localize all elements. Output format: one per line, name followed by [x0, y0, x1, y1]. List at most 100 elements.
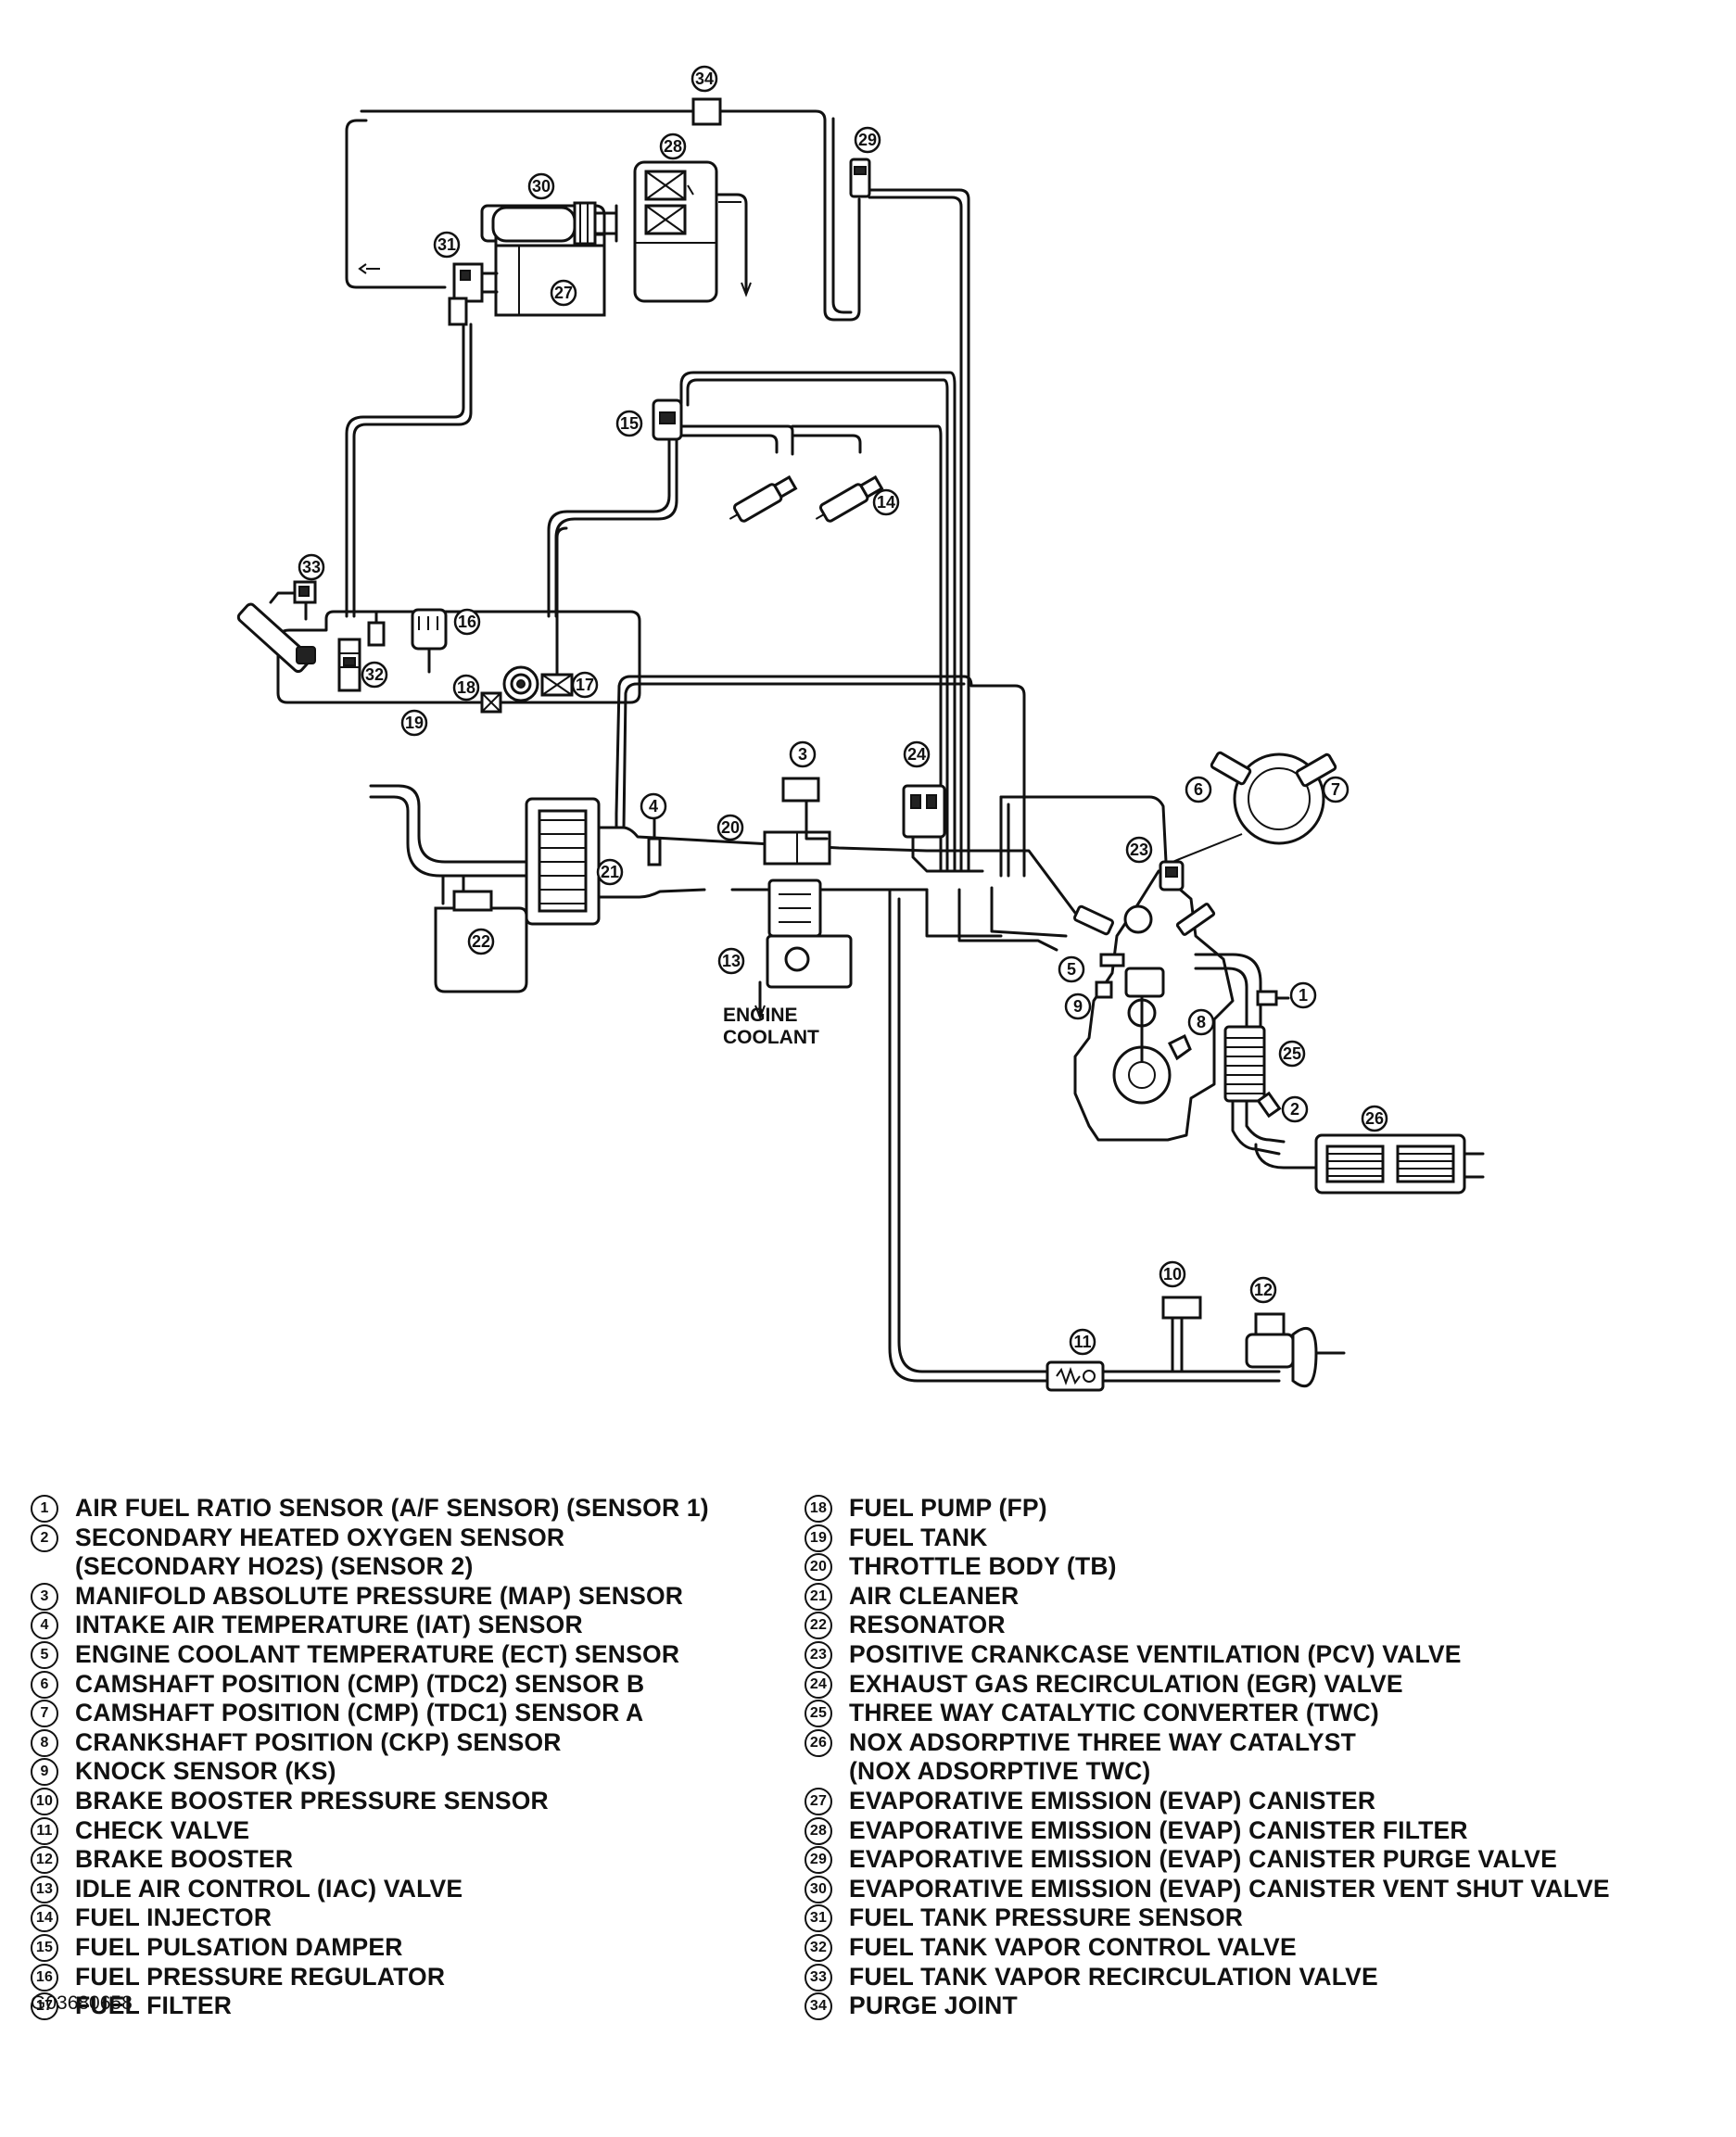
callout-21: 21 [596, 858, 624, 886]
legend-number: 4 [31, 1612, 58, 1640]
legend-number: 11 [31, 1816, 58, 1845]
svg-text:2: 2 [1290, 1100, 1299, 1119]
legend-number: 3 [31, 1582, 58, 1611]
legend-item-14: 14 FUEL INJECTOR [31, 1903, 709, 1933]
callout-34: 34 [691, 65, 718, 93]
legend-number: 15 [31, 1933, 58, 1962]
legend-item-6: 6 CAMSHAFT POSITION (CMP) (TDC2) SENSOR B [31, 1670, 709, 1700]
svg-text:28: 28 [664, 137, 682, 156]
legend-number: 24 [805, 1670, 832, 1699]
three-way-catalytic-converter [1223, 1025, 1266, 1103]
legend-number: 27 [805, 1787, 832, 1815]
secondary-ho2s [1256, 1091, 1282, 1119]
svg-text:26: 26 [1365, 1109, 1384, 1128]
legend-label: FUEL PULSATION DAMPER [75, 1932, 403, 1961]
legend-label: CRANKSHAFT POSITION (CKP) SENSOR [75, 1727, 562, 1756]
fuel-tank-filler-neck [236, 602, 316, 674]
legend-left-column: 1 AIR FUEL RATIO SENSOR (A/F SENSOR) (SEN… [31, 1494, 709, 2021]
cmp-sensor-b [1210, 751, 1252, 786]
svg-text:25: 25 [1283, 1044, 1301, 1063]
intake-to-throttle-duct [597, 675, 1014, 899]
legend-label: BRAKE BOOSTER PRESSURE SENSOR [75, 1786, 549, 1815]
legend-number: 17 [31, 1992, 58, 2021]
legend-number: 25 [805, 1700, 832, 1728]
svg-text:4: 4 [649, 797, 658, 816]
callout-30: 30 [527, 172, 555, 200]
legend-label: FUEL PRESSURE REGULATOR [75, 1962, 446, 1991]
svg-text:20: 20 [721, 818, 740, 837]
legend-number: 6 [31, 1670, 58, 1699]
svg-text:1: 1 [1299, 986, 1308, 1005]
legend-number: 1 [31, 1495, 58, 1523]
legend-label: EVAPORATIVE EMISSION (EVAP) CANISTER VEN… [849, 1874, 1610, 1903]
svg-text:6: 6 [1194, 780, 1203, 799]
svg-text:30: 30 [532, 177, 551, 196]
legend-label: CAMSHAFT POSITION (CMP) (TDC2) SENSOR B [75, 1669, 645, 1698]
throttle-body [763, 830, 831, 866]
injector-on-engine [1072, 904, 1115, 936]
engine-block [1073, 869, 1235, 1142]
fuel-tank-pressure-sensor [448, 262, 499, 326]
fuel-pressure-regulator [411, 608, 448, 674]
legend-number: 13 [31, 1875, 58, 1903]
fuel-tank-vapor-recirculation-valve [269, 580, 317, 621]
callout-4: 4 [640, 792, 667, 820]
fuel-pump [502, 665, 539, 702]
exhaust-pipe [1194, 953, 1485, 1179]
legend-item-30: 30 EVAPORATIVE EMISSION (EVAP) CANISTER V… [805, 1875, 1610, 1904]
ckp-sensor [1167, 1033, 1192, 1061]
callout-2: 2 [1281, 1095, 1309, 1123]
svg-text:14: 14 [877, 493, 895, 512]
legend-number: 30 [805, 1875, 832, 1903]
svg-text:27: 27 [554, 284, 573, 302]
legend-label: (NOX ADSORPTIVE TWC) [849, 1757, 1151, 1786]
callout-6: 6 [1185, 776, 1212, 803]
legend-number: 21 [805, 1582, 832, 1611]
svg-text:22: 22 [472, 932, 490, 951]
callout-27: 27 [550, 279, 577, 307]
ect-sensor [1099, 953, 1125, 967]
legend-label: AIR CLEANER [849, 1581, 1020, 1610]
iac-valve [754, 879, 853, 1020]
callout-14: 14 [872, 488, 900, 516]
legend-label: EVAPORATIVE EMISSION (EVAP) CANISTER PUR… [849, 1845, 1557, 1874]
callout-32: 32 [361, 661, 388, 689]
legend-label: AIR FUEL RATIO SENSOR (A/F SENSOR) (SENS… [75, 1494, 709, 1522]
legend-label: FUEL INJECTOR [75, 1903, 272, 1932]
svg-text:21: 21 [601, 863, 619, 881]
legend-label: BRAKE BOOSTER [75, 1845, 294, 1874]
callout-24: 24 [903, 740, 931, 768]
callout-16: 16 [453, 608, 481, 636]
brake-booster [1245, 1312, 1346, 1388]
legend-label: CHECK VALVE [75, 1815, 250, 1844]
legend-number: 31 [805, 1904, 832, 1933]
legend-item-1: 1 AIR FUEL RATIO SENSOR (A/F SENSOR) (SEN… [31, 1494, 709, 1524]
legend-label: MANIFOLD ABSOLUTE PRESSURE (MAP) SENSOR [75, 1581, 684, 1610]
legend-number: 14 [31, 1904, 58, 1933]
svg-text:33: 33 [302, 558, 321, 576]
legend-number: 20 [805, 1553, 832, 1582]
callout-13: 13 [717, 947, 745, 975]
callout-19: 19 [400, 709, 428, 737]
svg-text:34: 34 [695, 70, 714, 88]
svg-text:5: 5 [1067, 960, 1076, 979]
callout-17: 17 [571, 671, 599, 699]
legend-number: 23 [805, 1640, 832, 1669]
callout-23: 23 [1125, 836, 1153, 864]
egr-valve [902, 784, 984, 873]
map-sensor [781, 777, 829, 841]
fuel-filter [540, 526, 574, 697]
legend-number: 34 [805, 1992, 832, 2021]
